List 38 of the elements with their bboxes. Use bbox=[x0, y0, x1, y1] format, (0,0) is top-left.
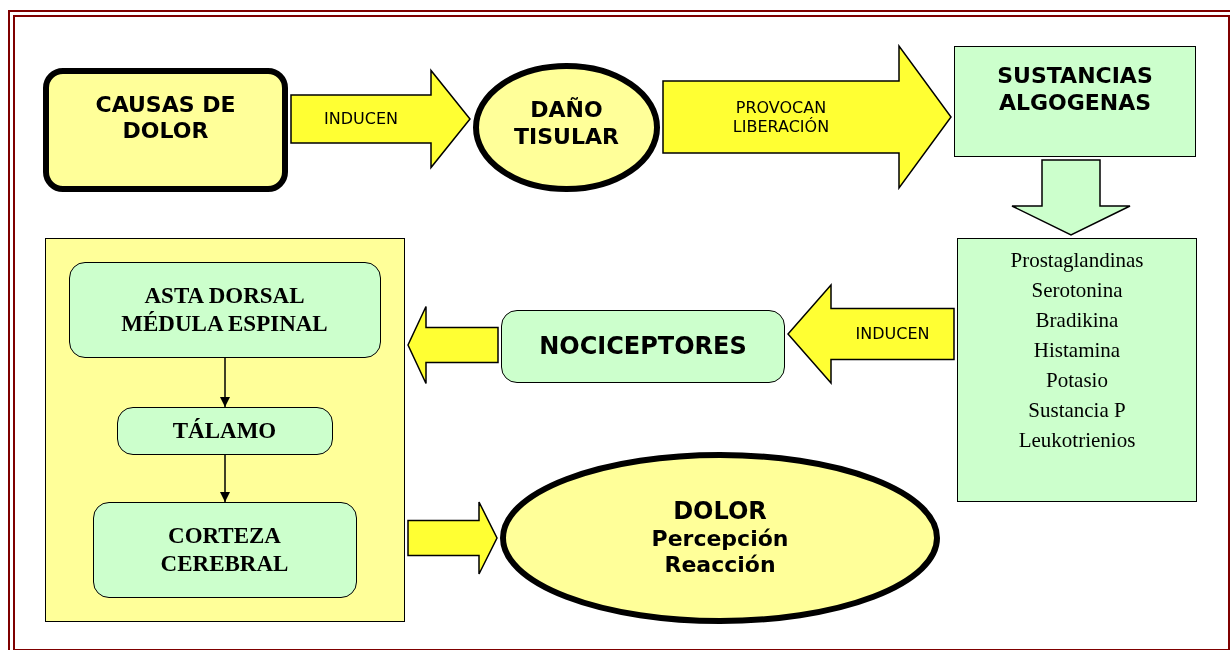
list-item: Bradikina bbox=[1035, 307, 1119, 334]
process-box bbox=[501, 310, 785, 383]
node-label: DOLOR bbox=[673, 497, 767, 526]
edge-label: INDUCEN bbox=[855, 324, 930, 344]
node-label: Reacción bbox=[664, 552, 776, 579]
node-label: SUSTANCIAS ALGOGENAS bbox=[996, 63, 1154, 116]
process-box bbox=[116, 406, 333, 455]
list-box bbox=[957, 238, 1197, 502]
list-item: Potasio bbox=[1046, 367, 1108, 394]
block-arrow bbox=[407, 501, 498, 575]
process-box bbox=[68, 261, 381, 358]
node-label: TÁLAMO bbox=[172, 416, 277, 445]
list-item: Serotonina bbox=[1031, 277, 1123, 304]
block-arrow bbox=[1011, 159, 1131, 236]
list-item: Histamina bbox=[1033, 337, 1121, 364]
ellipse-node bbox=[500, 452, 940, 624]
block-arrow bbox=[290, 68, 471, 170]
arrow bbox=[219, 357, 231, 408]
node-label: DAÑO TISULAR bbox=[513, 97, 620, 150]
list-item: Sustancia P bbox=[1028, 397, 1126, 424]
rounded-box bbox=[43, 68, 288, 192]
node-label: NOCICEPTORES bbox=[539, 332, 747, 361]
arrow bbox=[219, 454, 231, 503]
block-arrow bbox=[662, 43, 952, 191]
block-arrow bbox=[787, 283, 955, 385]
list-item: Prostaglandinas bbox=[1010, 247, 1144, 274]
node-label: ASTA DORSAL MÉDULA ESPINAL bbox=[120, 281, 329, 338]
list-item: Leukotrienios bbox=[1018, 427, 1136, 454]
node-label: Percepción bbox=[651, 526, 789, 553]
title-box bbox=[954, 46, 1196, 157]
process-box bbox=[92, 501, 357, 598]
pathway-panel bbox=[45, 238, 405, 622]
node-label: CORTEZA CEREBRAL bbox=[159, 521, 290, 578]
ellipse-node bbox=[473, 63, 660, 192]
node-label: CAUSAS DE DOLOR bbox=[94, 91, 237, 145]
edge-label: PROVOCAN LIBERACIÓN bbox=[731, 97, 831, 137]
edge-label: INDUCEN bbox=[324, 109, 398, 129]
block-arrow bbox=[407, 305, 499, 385]
